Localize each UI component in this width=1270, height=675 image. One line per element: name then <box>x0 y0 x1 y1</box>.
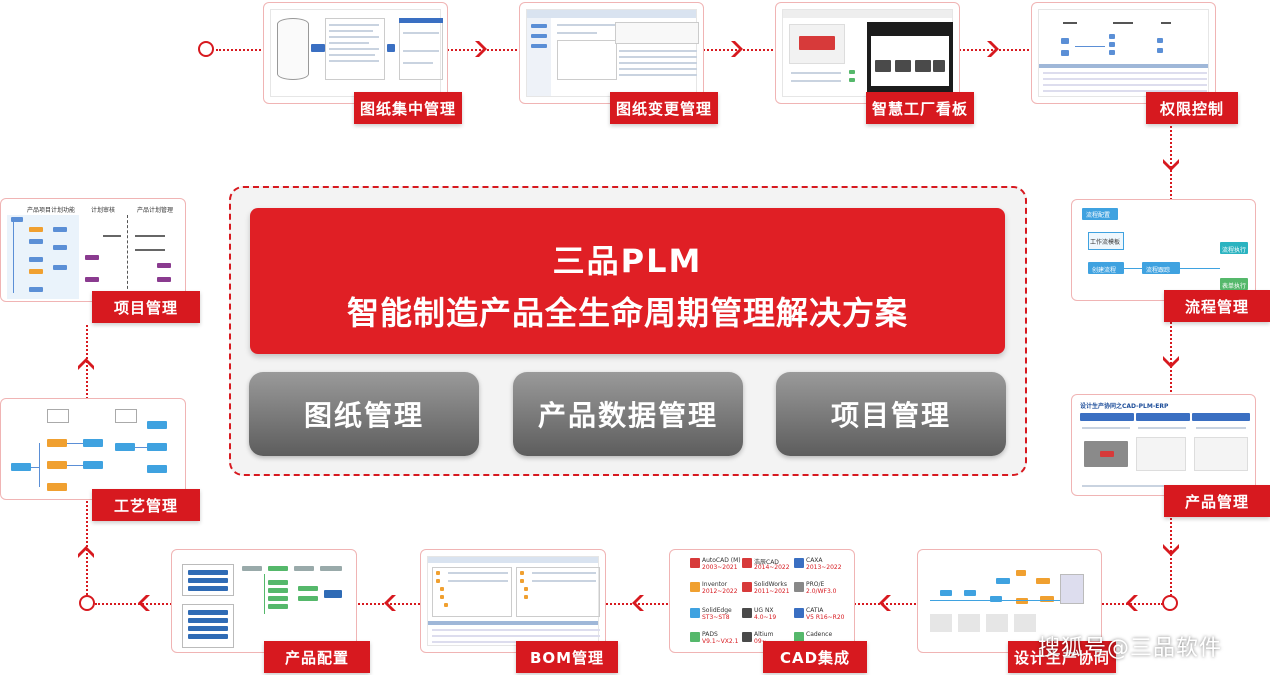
drawing-change-screenshot <box>526 9 699 97</box>
project-label: 项目管理 <box>92 291 200 323</box>
chevron-down-icon <box>1160 352 1182 374</box>
cad-item-gstar-ver: 2014~2022 <box>754 564 790 571</box>
factory-board-card <box>775 2 960 104</box>
factory-board-label: 智慧工厂看板 <box>866 92 974 124</box>
cad-label: CAD集成 <box>763 641 867 673</box>
workflow-node-form: 表单执行 <box>1222 283 1247 290</box>
cad-item-inventor: Inventor <box>702 581 728 588</box>
product-label: 产品管理 <box>1164 485 1270 517</box>
cad-item-solidworks-ver: 2011~2021 <box>754 588 790 595</box>
drawing-central-label: 图纸集中管理 <box>354 92 462 124</box>
pill-drawing-management: 图纸管理 <box>249 372 479 456</box>
hero-subtitle: 智能制造产品全生命周期管理解决方案 <box>346 294 908 332</box>
product-config-screenshot <box>178 556 350 648</box>
workflow-node-track: 流程跟踪 <box>1146 267 1171 274</box>
workflow-node-config: 流程配置 <box>1086 212 1111 219</box>
bom-screenshot <box>427 556 600 646</box>
product-card-header: 设计生产协同之CAD-PLM-ERP <box>1080 403 1169 410</box>
connector-right <box>1170 126 1172 596</box>
cad-item-solidedge: SolidEdge <box>702 607 732 614</box>
cad-item-caxa: CAXA <box>806 557 823 564</box>
cad-item-solidedge-ver: ST3~ST8 <box>702 614 730 621</box>
bom-card <box>420 549 606 653</box>
product-config-card <box>171 549 357 653</box>
project-card-header-1: 产品项目计划功能 <box>27 207 76 214</box>
cad-item-catia: CATIA <box>806 607 824 614</box>
cad-item-pads: PADS <box>702 631 718 638</box>
workflow-screenshot: 流程配置 工作流模板 创建流程 流程跟踪 流程执行 表单执行 <box>1078 206 1249 294</box>
chevron-down-icon <box>1160 540 1182 562</box>
drawing-change-label: 图纸变更管理 <box>610 92 718 124</box>
cad-item-proe-ver: 2.0/WF3.0 <box>806 588 837 595</box>
pill-product-data-management: 产品数据管理 <box>513 372 743 456</box>
cad-item-catia-ver: V5 R16~R20 <box>806 614 845 621</box>
permission-card <box>1031 2 1216 104</box>
workflow-card: 流程配置 工作流模板 创建流程 流程跟踪 流程执行 表单执行 <box>1071 199 1256 301</box>
chevron-left-icon <box>873 592 895 614</box>
process-card <box>0 398 186 500</box>
flow-start-circle <box>198 41 214 57</box>
drawing-change-card <box>519 2 704 104</box>
design-collab-screenshot <box>924 556 1095 646</box>
chevron-left-icon <box>132 592 154 614</box>
chevron-left-icon <box>1120 592 1142 614</box>
workflow-node-exec: 流程执行 <box>1222 247 1247 254</box>
cad-item-solidworks: SolidWorks <box>754 581 787 588</box>
cad-item-ugnx: UG NX <box>754 607 774 614</box>
chevron-right-icon <box>471 38 493 60</box>
cad-card: AutoCAD (M) 2003~2021 浩辰CAD 2014~2022 CA… <box>669 549 855 653</box>
chevron-left-icon <box>378 592 400 614</box>
cad-item-autocad: AutoCAD (M) <box>702 557 741 564</box>
workflow-node-create: 创建流程 <box>1092 267 1117 274</box>
cad-item-pads-ver: V9.1~VX2.1 <box>702 638 739 645</box>
cad-item-caxa-ver: 2013~2022 <box>806 564 842 571</box>
project-card-header-2: 计划审核 <box>91 207 116 214</box>
process-screenshot <box>7 405 179 493</box>
cad-item-cadence: Cadence <box>806 631 833 638</box>
flow-end-circle <box>79 595 95 611</box>
cad-item-ugnx-ver: 4.0~19 <box>754 614 777 621</box>
drawing-central-screenshot <box>270 9 443 97</box>
cad-item-altium: Altium <box>754 631 774 638</box>
hero-title: 三品PLM <box>552 242 703 280</box>
chevron-down-icon <box>1160 155 1182 177</box>
permission-screenshot <box>1038 9 1209 97</box>
watermark: 搜狐号@三品软件 <box>1038 636 1223 661</box>
bom-label: BOM管理 <box>516 641 618 673</box>
permission-label: 权限控制 <box>1146 92 1238 124</box>
flow-corner-circle <box>1162 595 1178 611</box>
design-collab-label: 设计生产协同 <box>1008 641 1116 673</box>
cad-item-gstar: 浩辰CAD <box>754 559 779 566</box>
project-card-header-3: 产品计划管理 <box>137 207 174 214</box>
product-screenshot: 设计生产协同之CAD-PLM-ERP <box>1078 401 1250 489</box>
cad-item-proe: PRO/E <box>806 581 825 588</box>
chevron-left-icon <box>626 592 648 614</box>
cad-screenshot: AutoCAD (M) 2003~2021 浩辰CAD 2014~2022 CA… <box>676 556 848 646</box>
chevron-up-icon <box>75 540 97 562</box>
drawing-central-card <box>263 2 448 104</box>
process-label: 工艺管理 <box>92 489 200 521</box>
connector-bottom <box>95 603 1163 605</box>
project-screenshot: 产品项目计划功能 计划审核 产品计划管理 <box>7 205 179 299</box>
factory-board-screenshot <box>782 9 953 97</box>
design-collab-card <box>917 549 1102 653</box>
product-config-label: 产品配置 <box>264 641 370 673</box>
pill-project-management: 项目管理 <box>776 372 1006 456</box>
chevron-up-icon <box>75 352 97 374</box>
hero-banner: 三品PLM 智能制造产品全生命周期管理解决方案 <box>250 208 1005 354</box>
cad-item-altium-ver: 09~ <box>754 638 767 645</box>
product-card: 设计生产协同之CAD-PLM-ERP <box>1071 394 1256 496</box>
workflow-node-template: 工作流模板 <box>1090 239 1121 246</box>
chevron-right-icon <box>727 38 749 60</box>
chevron-right-icon <box>983 38 1005 60</box>
project-card: 产品项目计划功能 计划审核 产品计划管理 <box>0 198 186 302</box>
connector-top <box>216 49 1216 51</box>
cad-item-autocad-ver: 2003~2021 <box>702 564 738 571</box>
workflow-label: 流程管理 <box>1164 290 1270 322</box>
cad-item-inventor-ver: 2012~2022 <box>702 588 738 595</box>
